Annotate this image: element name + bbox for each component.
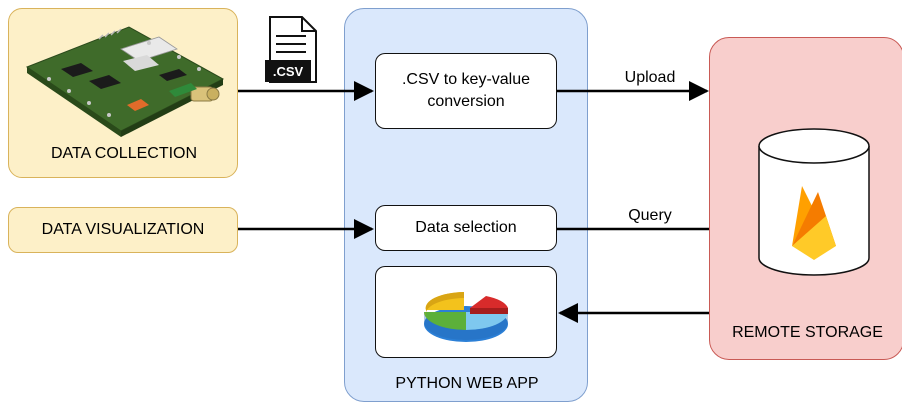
data-selection-label: Data selection <box>415 219 517 236</box>
remote-storage-label: REMOTE STORAGE <box>732 324 883 341</box>
data-selection-step: Data selection <box>375 205 557 251</box>
query-edge-label: Query <box>628 207 672 224</box>
firebase-icon <box>792 186 836 260</box>
csv-conversion-line-2: conversion <box>427 93 505 110</box>
csv-conversion-step: .CSV to key-value conversion <box>375 53 557 129</box>
upload-edge-label: Upload <box>625 69 676 86</box>
data-collection-block: DATA COLLECTION <box>8 8 238 178</box>
chart-output-step <box>375 266 557 358</box>
csv-conversion-line-1: .CSV to key-value <box>401 71 531 88</box>
data-visualization-label: DATA VISUALIZATION <box>41 221 205 238</box>
circuit-board-icon <box>25 26 225 137</box>
pie-chart-icon <box>424 292 508 342</box>
python-web-app-label: PYTHON WEB APP <box>395 375 539 392</box>
csv-file-label: .CSV <box>273 64 304 79</box>
csv-file-icon: .CSV <box>265 16 317 83</box>
data-collection-label: DATA COLLECTION <box>50 145 198 162</box>
remote-storage-block: REMOTE STORAGE <box>709 37 902 360</box>
data-visualization-block: DATA VISUALIZATION <box>8 207 238 253</box>
database-cylinder-icon <box>758 128 870 276</box>
